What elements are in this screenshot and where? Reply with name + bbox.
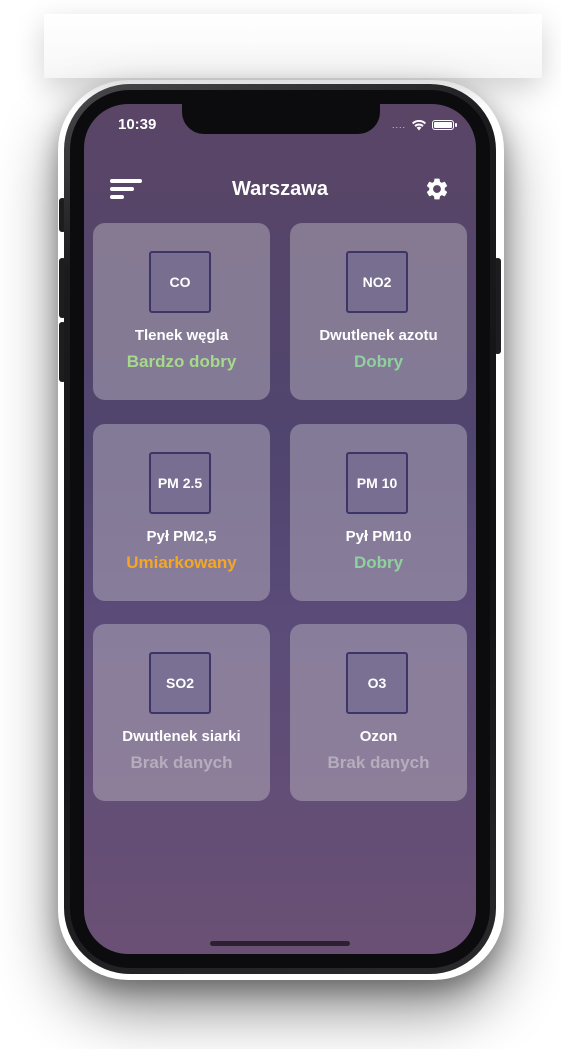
status-time: 10:39 (118, 116, 157, 133)
pollutant-name: Dwutlenek azotu (319, 327, 438, 344)
home-indicator[interactable] (210, 941, 350, 946)
pollutant-card-pm25[interactable]: PM 2.5 Pył PM2,5 Umiarkowany (93, 424, 270, 601)
pollutant-name: Pył PM10 (345, 528, 412, 545)
air-quality-status: Brak danych (130, 753, 233, 772)
page-title: Warszawa (232, 178, 328, 200)
air-quality-status: Bardzo dobry (126, 352, 237, 371)
pollutant-code-badge: PM 2.5 (149, 452, 211, 514)
pollutant-card-co[interactable]: CO Tlenek węgla Bardzo dobry (93, 223, 270, 400)
air-quality-status: Dobry (353, 553, 404, 572)
battery-level (434, 122, 452, 128)
pollutant-card-so2[interactable]: SO2 Dwutlenek siarki Brak danych (93, 624, 270, 801)
gear-icon[interactable] (424, 176, 450, 202)
signal-dots: .... (391, 120, 406, 130)
pollutant-name: Ozon (359, 728, 398, 745)
pollutant-name: Dwutlenek siarki (122, 728, 241, 745)
pollutant-code-badge: NO2 (346, 251, 408, 313)
pollutant-card-pm10[interactable]: PM 10 Pył PM10 Dobry (290, 424, 467, 601)
notch (182, 104, 380, 134)
mute-switch (59, 198, 66, 232)
pollutant-card-o3[interactable]: O3 Ozon Brak danych (290, 624, 467, 801)
status-indicators: .... (391, 119, 457, 131)
wifi-icon (412, 119, 426, 131)
menu-icon[interactable] (110, 177, 142, 201)
app-screen: 10:39 .... Warszawa (84, 104, 476, 954)
navbar: Warszawa (84, 164, 476, 214)
pollutant-code-badge: CO (149, 251, 211, 313)
air-quality-status: Dobry (353, 352, 404, 371)
volume-up-button (59, 258, 66, 318)
pollutant-card-no2[interactable]: NO2 Dwutlenek azotu Dobry (290, 223, 467, 400)
air-quality-status: Brak danych (327, 753, 430, 772)
background-strip (44, 14, 542, 78)
phone-frame: 10:39 .... Warszawa (64, 84, 496, 974)
air-quality-status: Umiarkowany (126, 553, 237, 572)
pollutant-code-badge: O3 (346, 652, 408, 714)
volume-down-button (59, 322, 66, 382)
pollutant-name: Tlenek węgla (134, 327, 229, 344)
pollutant-name: Pył PM2,5 (146, 528, 217, 545)
battery-icon (432, 120, 457, 130)
pollutant-code-badge: SO2 (149, 652, 211, 714)
power-button (494, 258, 501, 354)
pollutant-code-badge: PM 10 (346, 452, 408, 514)
